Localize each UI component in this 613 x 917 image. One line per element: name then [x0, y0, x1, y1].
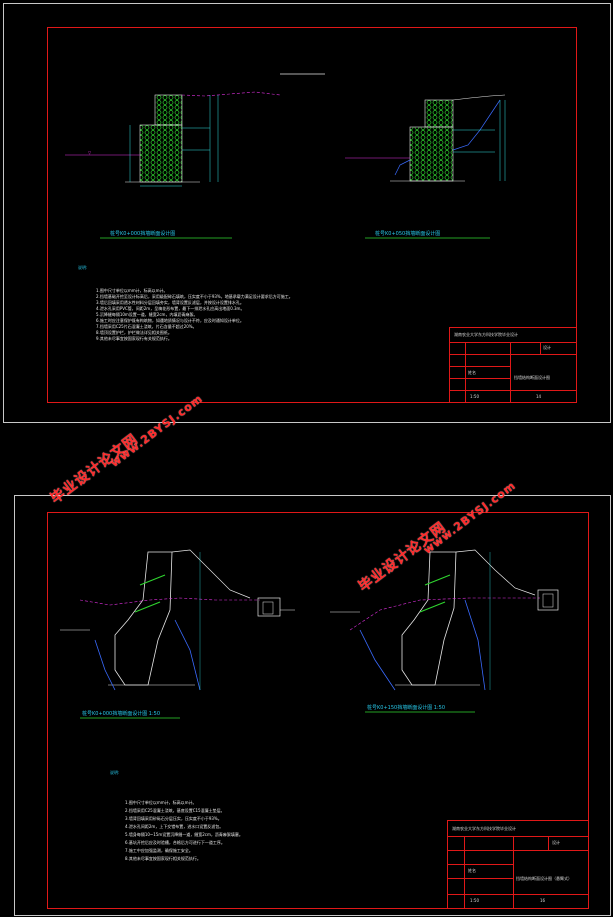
section-right-title: 桩号K0+050挡墙断面设计图 [375, 231, 441, 237]
title-block-1: 湖南农业大学东方科技学院毕业设计 设计 姓名 挡墙结构断面设计图 1:50 14 [449, 327, 577, 403]
title-block-role: 设计 [543, 345, 551, 350]
note-line: 9.其他未尽事宜按国家现行有关规范执行。 [96, 336, 172, 341]
title-block-role-2: 设计 [552, 840, 560, 845]
note-line: 7.挡墙采用C25片石混凝土浇筑，片石含量不超过20%。 [96, 324, 197, 329]
note-line: 7.施工中应加强监测，确保施工安全。 [125, 848, 193, 853]
drawing-sheet-1 [3, 3, 611, 423]
note-line: 6.基坑开挖后应及时验槽，合格后方可进行下一道工序。 [125, 840, 225, 845]
title-block-school-2: 湖南农业大学东方科技学院毕业设计 [452, 826, 516, 831]
note-line: 3.墙背回填采用砂砾石分层压实，压实度不小于93%。 [125, 816, 222, 821]
left-cantilever-section [60, 549, 295, 691]
note-line: 4.泄水孔间距2m，上下交错布置，进水口设置反滤包。 [125, 824, 224, 829]
right-cantilever-section [330, 549, 559, 691]
note-line: 6.施工时应注意保护既有构筑物，如遇地质情况与设计不符，应及时通知设计单位。 [96, 318, 244, 323]
title-block-sheet-no: 14 [536, 394, 542, 399]
note-line: 8.其他未尽事宜按国家现行相关规范执行。 [125, 856, 201, 861]
title-block-name-label-2: 姓名 [468, 868, 476, 873]
note-line: 5.沉降缝每隔10m设置一道，缝宽2cm，内填沥青麻絮。 [96, 312, 198, 317]
svg-text:▽: ▽ [88, 150, 92, 155]
note-line: 2.挡墙基础开挖至设计标高后，采用级配碎石填筑，压实度不小于93%，地基承载力满… [96, 294, 293, 299]
sheet-2-border [47, 512, 589, 909]
note-line: 8.墙顶设置护栏，护栏做法详见相关图纸。 [96, 330, 172, 335]
title-block-sheet-no-2: 16 [540, 898, 546, 903]
section-left-title-2: 桩号K0+000挡墙断面设计图 1:50 [82, 711, 161, 717]
title-block-drawing-name-2: 挡墙结构断面设计图（悬臂式） [516, 876, 572, 881]
sheet-1-border [47, 27, 577, 403]
notes-heading-2: 说明: [110, 770, 120, 775]
left-gabion-section: ▽ [65, 73, 325, 187]
title-block-scale-2: 1:50 [470, 898, 479, 903]
section-left-title: 桩号K0+000挡墙断面设计图 [110, 231, 176, 237]
title-block-scale: 1:50 [470, 394, 479, 399]
title-block-name-label: 姓名 [468, 370, 476, 375]
note-line: 1.图中尺寸单位以mm计，标高以m计。 [125, 800, 197, 805]
right-gabion-section [345, 94, 506, 182]
note-line: 1.图中尺寸单位以mm计，标高以m计。 [96, 288, 168, 293]
note-line: 5.墙身每隔10~15m设置沉降缝一道，缝宽2cm，沥青麻絮填塞。 [125, 832, 243, 837]
note-line: 4.泄水孔采用PVC管，间距2m，呈梅花形布置，最下一排泄水孔应高出地面0.3m… [96, 306, 245, 311]
title-block-drawing-name: 挡墙结构断面设计图 [514, 375, 550, 380]
notes-heading: 说明: [78, 265, 88, 270]
title-block-school: 湖南农业大学东方科技学院毕业设计 [454, 332, 518, 337]
drawing-sheet-2 [14, 495, 611, 916]
title-block-2: 湖南农业大学东方科技学院毕业设计 设计 姓名 挡墙结构断面设计图（悬臂式） 1:… [447, 820, 589, 909]
section-right-title-2: 桩号K0+150挡墙断面设计图 1:50 [367, 705, 446, 711]
note-line: 2.挡墙采用C25混凝土浇筑，基底设置C15混凝土垫层。 [125, 808, 225, 813]
note-line: 3.墙后回填采用透水性材料分层回填夯实，墙背设置反滤层，并按设计设置排水孔。 [96, 300, 244, 305]
